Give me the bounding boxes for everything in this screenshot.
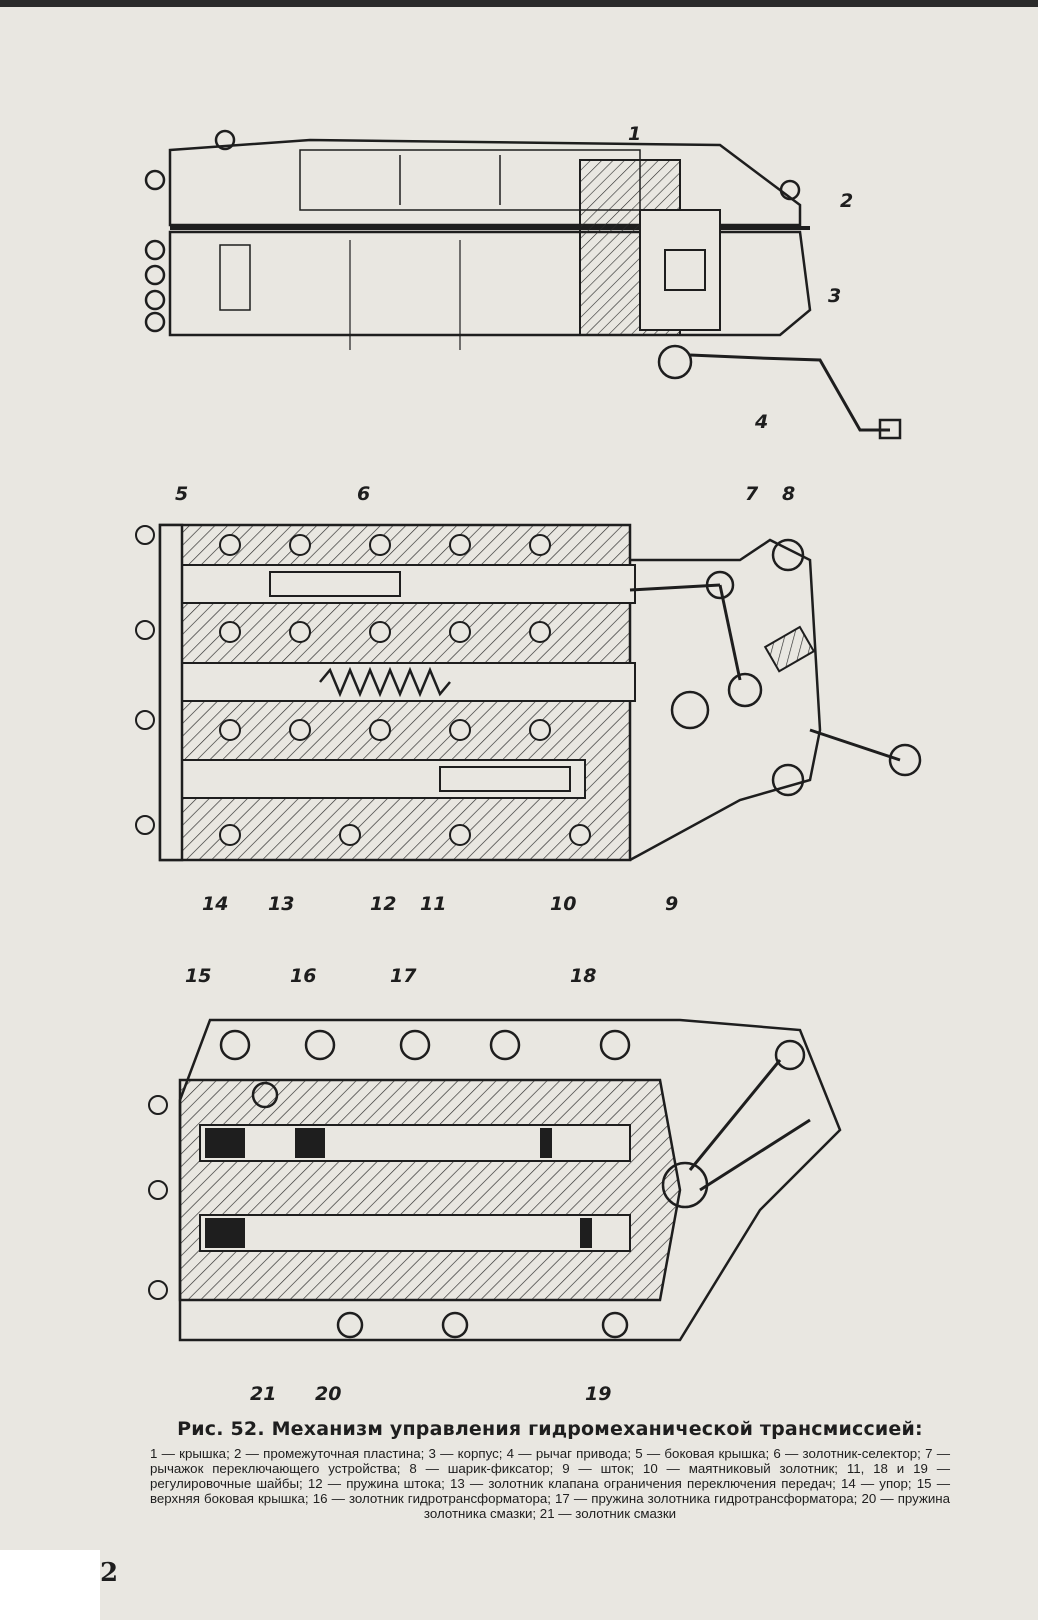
scan-margin-patch — [0, 1550, 100, 1620]
callout-19: 19 — [585, 1383, 611, 1405]
converter-section-drawing: 15 16 17 18 21 20 19 — [148, 965, 842, 1405]
page-number: 2 — [100, 1558, 119, 1588]
callout-10: 10 — [550, 893, 576, 915]
callout-18: 18 — [570, 965, 596, 987]
scan-top-edge — [0, 0, 1038, 7]
assembly-drawing: 1 2 3 4 — [144, 123, 902, 440]
callout-11: 11 — [420, 893, 446, 915]
callout-2: 2 — [840, 190, 853, 212]
caption-title: Рис. 52. Механизм управления гидромехани… — [177, 1418, 923, 1440]
selector-callouts: 5 6 7 8 14 13 12 11 10 9 — [175, 483, 795, 915]
callout-12: 12 — [370, 893, 396, 915]
converter-callouts: 15 16 17 18 21 20 19 — [185, 965, 611, 1405]
callout-5: 5 — [175, 483, 188, 505]
callout-13: 13 — [268, 893, 294, 915]
callout-20: 20 — [315, 1383, 341, 1405]
callout-3: 3 — [828, 285, 841, 307]
callout-1: 1 — [628, 123, 641, 145]
callout-17: 17 — [390, 965, 417, 987]
figure-section-selector: 5 6 7 8 14 13 12 11 10 9 — [120, 480, 960, 940]
callout-8: 8 — [782, 483, 795, 505]
callout-7: 7 — [745, 483, 759, 505]
callout-21: 21 — [250, 1383, 276, 1405]
figure-caption: Рис. 52. Механизм управления гидромехани… — [150, 1418, 950, 1521]
callout-14: 14 — [202, 893, 228, 915]
callout-9: 9 — [665, 893, 678, 915]
caption-legend: 1 — крышка; 2 — промежуточная пластина; … — [150, 1446, 950, 1521]
selector-section-drawing: 5 6 7 8 14 13 12 11 10 9 — [135, 483, 922, 915]
callout-6: 6 — [357, 483, 370, 505]
callout-15: 15 — [185, 965, 211, 987]
callout-4: 4 — [754, 411, 768, 433]
figure-assembly-view: 1 2 3 4 — [120, 110, 960, 470]
figure-section-converter: 15 16 17 18 21 20 19 — [120, 960, 960, 1420]
callout-16: 16 — [290, 965, 316, 987]
assembly-callouts: 1 2 3 4 — [628, 123, 853, 433]
